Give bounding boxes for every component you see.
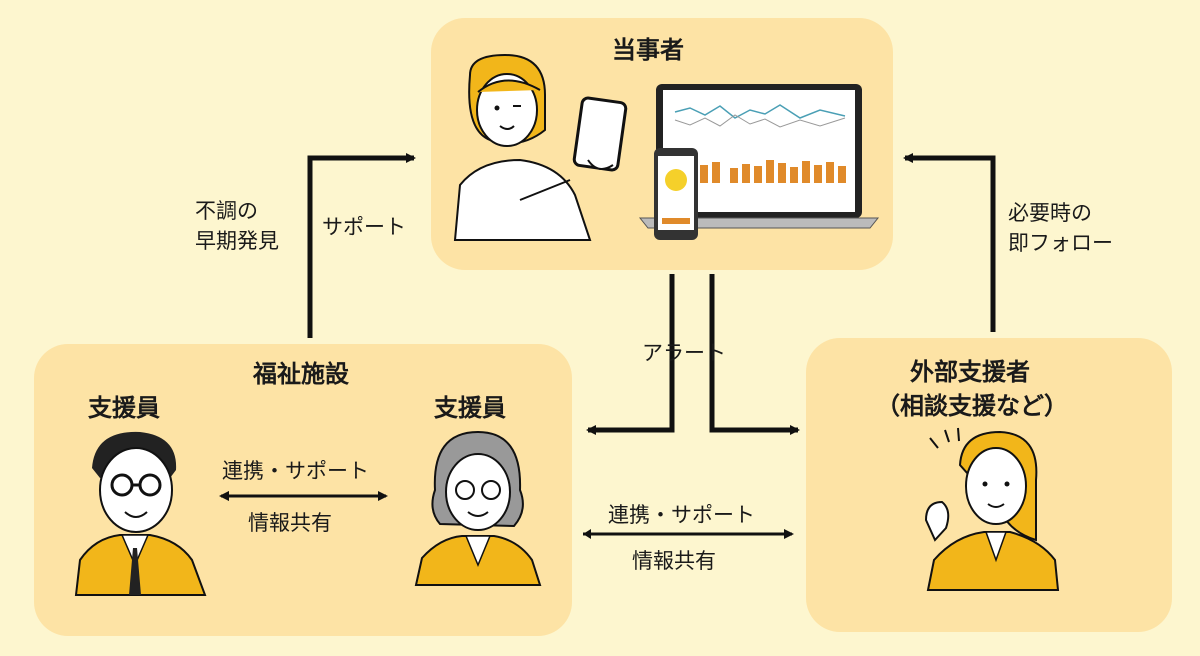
party-title-external: 外部支援者 <box>910 358 1030 386</box>
label-followup-2: 即フォロー <box>1008 231 1113 255</box>
woman-with-phone-illustration <box>453 53 628 241</box>
label-support: サポート <box>322 215 406 239</box>
party-title-external-sub: （相談支援など） <box>876 392 1068 420</box>
double-arrows <box>219 491 794 539</box>
female-consultant-illustration <box>924 427 1060 591</box>
label-early-detection-2: 早期発見 <box>195 229 279 253</box>
party-title-self: 当事者 <box>612 36 684 64</box>
senior-staff-illustration <box>414 430 542 586</box>
laptop-dashboard-illustration <box>638 84 880 229</box>
label-outer-share: 情報共有 <box>632 549 716 573</box>
label-followup-1: 必要時の <box>1008 201 1092 225</box>
staff-title-left: 支援員 <box>88 394 160 422</box>
label-alert: アラート <box>642 341 726 365</box>
label-inner-coop: 連携・サポート <box>222 459 369 483</box>
label-inner-share: 情報共有 <box>248 511 332 535</box>
party-title-facility: 福祉施設 <box>253 360 349 388</box>
flow-arrows <box>307 153 996 435</box>
smartphone-app-illustration <box>654 148 698 240</box>
label-early-detection-1: 不調の <box>195 199 258 223</box>
male-staff-illustration <box>74 431 207 596</box>
label-outer-coop: 連携・サポート <box>608 503 755 527</box>
staff-title-right: 支援員 <box>434 394 506 422</box>
